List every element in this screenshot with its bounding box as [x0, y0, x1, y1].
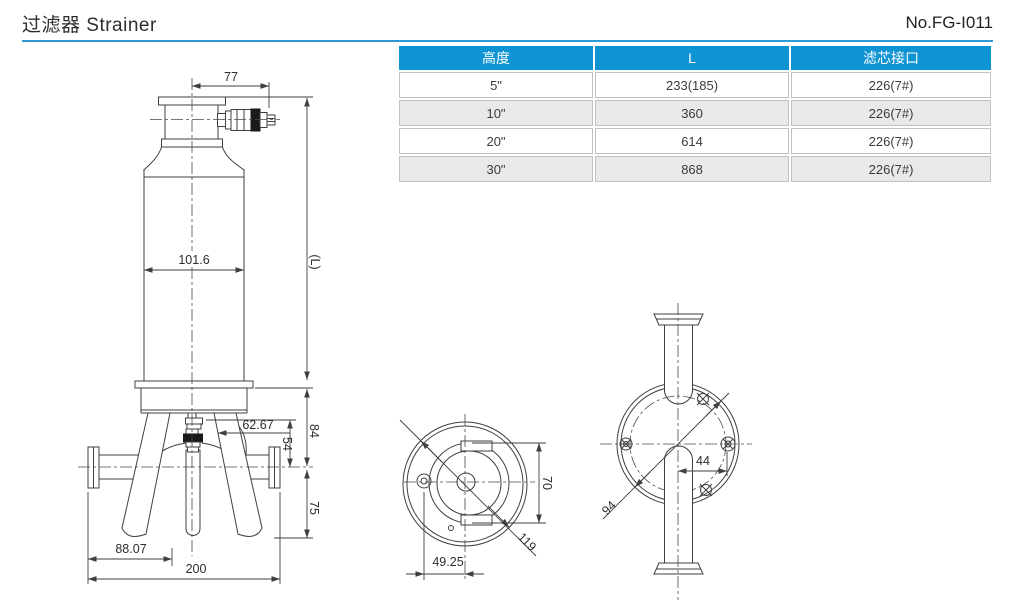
dim-height: (L)	[308, 254, 322, 269]
front-dimensions: 77 101.6 (L) 54 62.67 84 75	[87, 70, 322, 584]
doc-number: No.FG-I011	[905, 13, 993, 32]
cell-cartridge: 226(7#)	[791, 156, 991, 182]
cell-length: 868	[595, 156, 790, 182]
dim-drain-offset: 62.67	[242, 418, 273, 432]
page-title: 过滤器 Strainer	[22, 14, 157, 36]
dim-hole-offset: 49.25	[432, 555, 463, 569]
dim-base-height: 84	[307, 424, 321, 438]
spec-table: 高度 L 滤芯接口 5" 233(185) 226(7#) 10" 360 22…	[397, 44, 993, 184]
cell-length: 233(185)	[595, 72, 790, 98]
cell-height: 10"	[399, 100, 594, 126]
col-header-height: 高度	[399, 46, 594, 70]
table-row: 10" 360 226(7#)	[399, 100, 991, 126]
dim-total-span: 200	[186, 562, 207, 576]
dim-core: 70	[540, 476, 554, 490]
spec-table-wrap: 高度 L 滤芯接口 5" 233(185) 226(7#) 10" 360 22…	[397, 44, 993, 184]
dim-leg-height: 75	[307, 501, 321, 515]
dim-body-diameter: 101.6	[178, 253, 209, 267]
cell-height: 5"	[399, 72, 594, 98]
cell-cartridge: 226(7#)	[791, 72, 991, 98]
cell-cartridge: 226(7#)	[791, 128, 991, 154]
dim-top-port: 77	[224, 70, 238, 84]
front-view: 77 101.6 (L) 54 62.67 84 75	[78, 70, 322, 584]
table-header-row: 高度 L 滤芯接口	[399, 46, 991, 70]
cell-height: 30"	[399, 156, 594, 182]
dim-flange: 119	[515, 530, 539, 554]
dim-bolt-offset: 44	[696, 454, 710, 468]
table-row: 20" 614 226(7#)	[399, 128, 991, 154]
cell-height: 20"	[399, 128, 594, 154]
cell-length: 360	[595, 100, 790, 126]
drain-valve	[183, 412, 203, 537]
col-header-cartridge: 滤芯接口	[791, 46, 991, 70]
col-header-length: L	[595, 46, 790, 70]
cell-length: 614	[595, 128, 790, 154]
page-header: 过滤器 Strainer No.FG-I011	[22, 6, 993, 42]
table-row: 30" 868 226(7#)	[399, 156, 991, 182]
table-row: 5" 233(185) 226(7#)	[399, 72, 991, 98]
vent-valve	[217, 108, 276, 132]
bottom-view: 119 70 49.25	[399, 414, 554, 582]
bolt-symbols	[619, 392, 736, 497]
dim-port-center: 54	[280, 437, 294, 451]
dim-bolt-circle: 94	[599, 498, 619, 518]
dim-leg-offset: 88.07	[115, 542, 146, 556]
top-view: 94 44	[599, 303, 752, 600]
top-dimensions: 94 44	[599, 392, 730, 520]
cell-cartridge: 226(7#)	[791, 100, 991, 126]
